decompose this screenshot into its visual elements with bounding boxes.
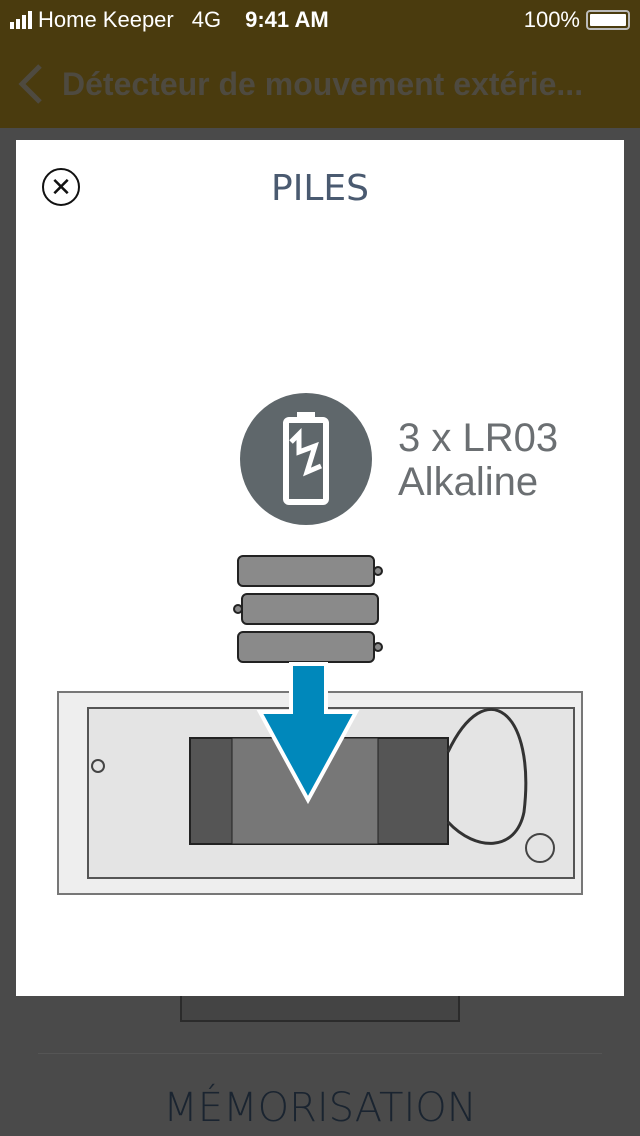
- spec-line: 3 x LR03: [398, 416, 559, 460]
- battery-modal: ✕ PILES 3 x LR03 Alkaline: [16, 140, 624, 996]
- close-icon: ✕: [50, 171, 72, 202]
- page-title: Détecteur de mouvement extérie...: [62, 65, 584, 102]
- divider: [38, 1053, 602, 1054]
- spec-line: Alkaline: [398, 460, 539, 504]
- section-title: MÉMORISATION: [163, 1085, 477, 1131]
- modal-title: PILES: [271, 168, 369, 209]
- nav-bar: Détecteur de mouvement extérie...: [0, 40, 640, 128]
- battery-icon: [586, 10, 630, 30]
- battery-icon-circle: [240, 393, 372, 525]
- carrier: Home Keeper: [38, 7, 174, 32]
- time: 9:41 AM: [245, 7, 329, 32]
- back-chevron-icon[interactable]: [16, 62, 46, 106]
- battery-spec: 3 x LR03 Alkaline: [398, 416, 558, 504]
- battery-install-illustration: [57, 555, 583, 895]
- status-bar: Home Keeper 4G 9:41 AM 100%: [0, 0, 640, 40]
- network: 4G: [191, 7, 222, 32]
- close-button[interactable]: ✕: [42, 168, 80, 206]
- signal-icon: [10, 11, 32, 29]
- battery-percent: 100%: [523, 7, 580, 32]
